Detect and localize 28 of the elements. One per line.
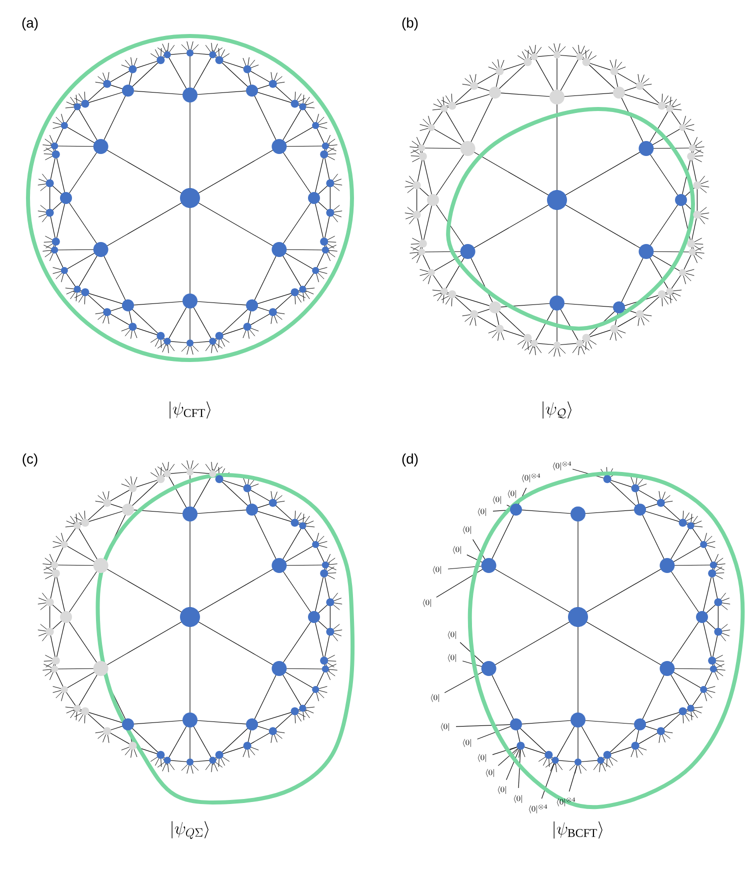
bra-label: $\langle 0|^{\otimes 4}$: [529, 804, 548, 814]
state-label: $|\psi_{\mathrm{CFT}}\rangle$: [170, 401, 210, 419]
bra-label: $\langle 0|$: [486, 769, 494, 777]
bra-label: $\langle 0|$: [423, 599, 431, 607]
state-label: $|\psi_{\mathrm{BCFT}}\rangle$: [554, 821, 602, 839]
bra-label: $\langle 0|$: [448, 631, 456, 639]
bra-label: $\langle 0|^{\otimes 4}$: [522, 473, 540, 482]
state-label: $|\psi_{Q\Sigma}\rangle$: [172, 821, 208, 839]
bra-label: $\langle 0|$: [478, 754, 486, 762]
bra-label: $\langle 0|$: [441, 723, 449, 731]
state-label: $|\psi_{\mathcal{Q}}\rangle$: [542, 401, 572, 419]
bra-label: $\langle 0|$: [498, 786, 506, 794]
bra-label: $\langle 0|$: [433, 566, 441, 574]
bra-label: $\langle 0|$: [448, 654, 456, 662]
bra-label: $\langle 0|$: [508, 490, 516, 498]
bra-label: $\langle 0|^{\otimes 4}$: [553, 461, 572, 470]
bra-label: $\langle 0|$: [493, 496, 501, 504]
bra-label: $\langle 0|$: [453, 546, 461, 554]
bra-label: $\langle 0|^{\otimes 4}$: [557, 797, 576, 806]
panel-label: (d): [402, 454, 418, 466]
bra-label: $\langle 0|$: [463, 526, 471, 534]
panel-label: (a): [22, 18, 38, 30]
bra-label: $\langle 0|$: [463, 739, 471, 747]
panel-label: (c): [22, 454, 38, 466]
panel-label: (b): [402, 18, 418, 30]
bra-label: $\langle 0|$: [514, 795, 522, 803]
bra-label: $\langle 0|$: [431, 694, 439, 702]
bra-label: $\langle 0|$: [478, 508, 486, 516]
